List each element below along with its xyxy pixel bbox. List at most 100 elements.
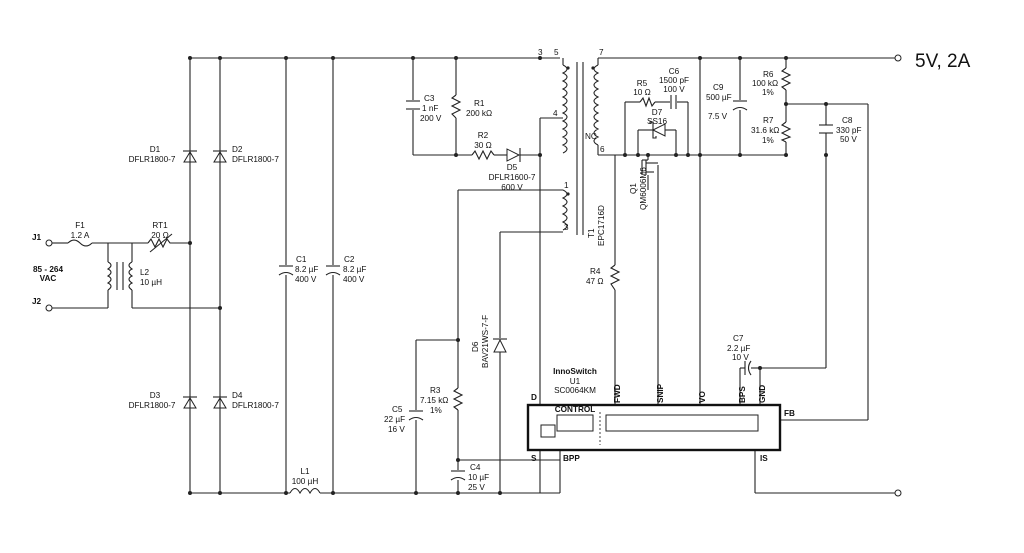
r1-name: R1 xyxy=(474,99,485,108)
t1-pin-3: 3 xyxy=(564,223,569,232)
capacitor-c5 xyxy=(408,410,424,421)
c1-cap: 8.2 µF xyxy=(295,265,318,274)
c8-cap: 330 pF xyxy=(836,126,862,135)
r3-value: 7.15 kΩ xyxy=(420,396,448,405)
d7-name: D7 xyxy=(652,108,663,117)
ic-pin-snip: SNIP xyxy=(656,383,665,403)
r7-value: 31.6 kΩ xyxy=(751,126,779,135)
diode-d5 xyxy=(506,148,521,162)
d7-part: SS16 xyxy=(647,117,667,126)
t1-name: T1 xyxy=(587,228,596,238)
ic-pin-s: S xyxy=(531,454,537,463)
resistor-r2 xyxy=(471,149,495,161)
capacitor-c1 xyxy=(278,265,294,276)
q1-part: QM6006M6 xyxy=(639,167,648,210)
r4-name: R4 xyxy=(590,267,601,276)
ic-pin-gnd: GND xyxy=(758,385,767,403)
l1-value: 100 µH xyxy=(292,477,319,486)
diode-d6 xyxy=(493,338,507,353)
r4-value: 47 Ω xyxy=(586,277,604,286)
c2-name: C2 xyxy=(344,255,355,264)
schottky-diode-d7 xyxy=(647,121,666,139)
t1-nc-label: NC xyxy=(585,132,597,141)
c6-name: C6 xyxy=(669,67,680,76)
l2-name: L2 xyxy=(140,268,150,277)
resistor-r3 xyxy=(452,387,464,411)
c8-name: C8 xyxy=(842,116,853,125)
c7-volt: 10 V xyxy=(732,353,749,362)
ic-part: SC0064KM xyxy=(554,386,596,395)
ic-pin-bpp: BPP xyxy=(563,454,580,463)
r7-name: R7 xyxy=(763,116,774,125)
output-return-terminal xyxy=(894,489,902,497)
capacitor-c9 xyxy=(732,100,748,111)
resistor-r6 xyxy=(780,67,792,91)
diode-d2 xyxy=(213,150,227,163)
terminals xyxy=(45,54,902,497)
r6-name: R6 xyxy=(763,70,774,79)
ic-pin-fwd: FWD xyxy=(613,384,622,403)
t1-pin-6: 6 xyxy=(600,145,605,154)
output-label: 5V, 2A xyxy=(915,51,971,72)
ic-ref: U1 xyxy=(570,377,581,386)
thermistor-rt1 xyxy=(147,233,173,253)
c4-name: C4 xyxy=(470,463,481,472)
r5-value: 10 Ω xyxy=(633,88,651,97)
d3-part: DFLR1800-7 xyxy=(129,401,176,410)
c2-volt: 400 V xyxy=(343,275,365,284)
c9-volt: 7.5 V xyxy=(708,112,728,121)
capacitor-c6 xyxy=(670,95,677,109)
resistor-r4 xyxy=(609,264,621,291)
transformer-t1 xyxy=(561,62,600,235)
output-positive-terminal xyxy=(894,54,902,62)
r1-value: 200 kΩ xyxy=(466,109,492,118)
inductor-l1 xyxy=(289,487,321,495)
d5-volt: 600 V xyxy=(501,183,523,192)
q1-name: Q1 xyxy=(629,183,638,194)
c9-name: C9 xyxy=(713,83,724,92)
ic-pin-is: IS xyxy=(760,454,768,463)
c6-cap: 1500 pF xyxy=(659,76,689,85)
t1-pin-3-top: 3 xyxy=(538,48,543,57)
ic-pin-bps: BPS xyxy=(738,386,747,403)
t1-pin-7: 7 xyxy=(599,48,604,57)
diode-d3 xyxy=(183,396,197,409)
d1-name: D1 xyxy=(150,145,161,154)
r6-tol: 1% xyxy=(762,88,774,97)
c5-name: C5 xyxy=(392,405,403,414)
d2-name: D2 xyxy=(232,145,243,154)
d5-part: DFLR1600-7 xyxy=(489,173,536,182)
c3-volt: 200 V xyxy=(420,114,442,123)
f1-value: 1.2 A xyxy=(71,231,90,240)
capacitor-c3 xyxy=(406,100,420,110)
d3-name: D3 xyxy=(150,391,161,400)
c5-cap: 22 µF xyxy=(384,415,405,424)
c6-volt: 100 V xyxy=(663,85,685,94)
r2-value: 30 Ω xyxy=(474,141,492,150)
capacitor-c4 xyxy=(450,470,466,481)
capacitor-c2 xyxy=(325,265,341,276)
r3-tol: 1% xyxy=(430,406,442,415)
rt1-name: RT1 xyxy=(152,221,168,230)
t1-pin-4: 4 xyxy=(553,109,558,118)
c4-cap: 10 µF xyxy=(468,473,489,482)
c4-volt: 25 V xyxy=(468,483,485,492)
fuse-f1 xyxy=(67,239,93,247)
c7-name: C7 xyxy=(733,334,744,343)
c3-name: C3 xyxy=(424,94,435,103)
capacitor-c7 xyxy=(744,360,752,376)
innoswitch-ic-u1 xyxy=(526,403,782,452)
c9-cap: 500 µF xyxy=(706,93,732,102)
ic-pin-fb: FB xyxy=(784,409,795,418)
t1-pin-1: 1 xyxy=(564,181,569,190)
d4-name: D4 xyxy=(232,391,243,400)
wires xyxy=(52,57,895,494)
c3-cap: 1 nF xyxy=(422,104,438,113)
common-mode-choke-l2 xyxy=(106,261,134,291)
l1-name: L1 xyxy=(300,467,310,476)
d6-part: BAV21WS-7-F xyxy=(481,315,490,368)
l2-value: 10 µH xyxy=(140,278,162,287)
ic-brand: InnoSwitch xyxy=(553,367,597,376)
c7-cap: 2.2 µF xyxy=(727,344,750,353)
